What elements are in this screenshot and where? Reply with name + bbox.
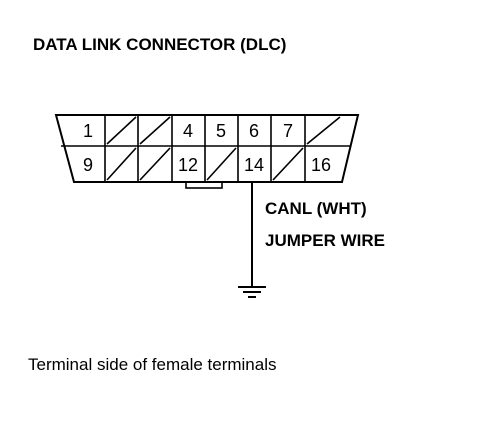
pin-6: 6: [249, 121, 259, 141]
pin-14: 14: [244, 155, 264, 175]
empty-cavity-11: [139, 147, 171, 181]
empty-cavity-10: [106, 147, 137, 181]
pin-9: 9: [83, 155, 93, 175]
pin-7: 7: [283, 121, 293, 141]
connector-body: [54, 114, 360, 189]
empty-cavity-15: [272, 147, 304, 181]
empty-cavity-13: [206, 147, 237, 181]
canl-wire-label: CANL (WHT): [265, 199, 367, 218]
pin-5: 5: [216, 121, 226, 141]
pin-12: 12: [178, 155, 198, 175]
pin-1: 1: [83, 121, 93, 141]
empty-cavity-8: [306, 116, 341, 145]
view-caption: Terminal side of female terminals: [28, 355, 276, 374]
jumper-wire-label: JUMPER WIRE: [265, 231, 385, 250]
pin-16: 16: [311, 155, 331, 175]
diagram-title: DATA LINK CONNECTOR (DLC): [33, 35, 286, 54]
empty-cavity-3: [139, 116, 171, 145]
empty-cavity-2: [106, 116, 137, 145]
ground-symbol-icon: [238, 286, 266, 298]
connector-lock-tab: [185, 181, 223, 189]
pin-4: 4: [183, 121, 193, 141]
